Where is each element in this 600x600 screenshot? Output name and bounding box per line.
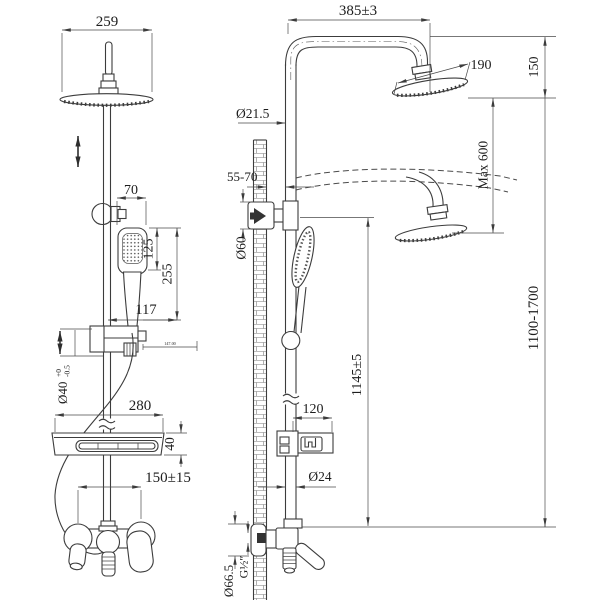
hand-shower-front xyxy=(117,227,148,332)
dim-head-dia: 190 xyxy=(393,58,492,95)
dim-shelf-width: 280 xyxy=(54,398,164,432)
dim-hand-shower-width: 70 xyxy=(116,183,147,225)
spray-face xyxy=(122,233,143,264)
dim-arm-pipe-dia: Ø21.5 xyxy=(236,106,286,125)
dim-slide-dia-label: Ø40 xyxy=(55,382,70,404)
riser-pipe-side xyxy=(282,64,300,528)
dim-thread-size-label: G½″ xyxy=(237,556,251,579)
dim-bracket-dia-label: Ø60 xyxy=(234,236,249,259)
dim-head-drop: 150 xyxy=(430,36,556,99)
dim-micro-label: 147.00 xyxy=(164,341,176,346)
dim-inlet-spacing-label: 150±15 xyxy=(145,470,191,486)
gooseneck-arm xyxy=(284,35,429,80)
dim-offset-label: 117 xyxy=(135,302,156,318)
valve-outlet xyxy=(282,547,297,574)
mixer-hose-outlet xyxy=(95,529,121,555)
dim-thread-size: G½″ xyxy=(237,521,251,578)
hand-shower-side xyxy=(281,226,315,351)
dim-overall-height-label: 1100-1700 xyxy=(526,286,542,350)
dim-arm-reach: 385±3 xyxy=(287,3,431,92)
overhead-shower-side-lowered xyxy=(394,171,468,243)
side-view: 385±3 190 150 Max 600 Ø21.5 xyxy=(221,3,556,600)
slider-bracket-front xyxy=(89,325,147,357)
dim-head-dia-label: 190 xyxy=(471,58,492,73)
riser-pipe-front xyxy=(98,105,116,521)
dim-bracket-to-inlet-label: 1145±5 xyxy=(350,354,365,396)
dim-escutcheon-dia: Ø66.5 xyxy=(221,511,249,597)
dim-wall-clearance-label: 55-70 xyxy=(227,169,257,184)
dim-max-travel-label: Max 600 xyxy=(476,141,491,190)
dim-arm-pipe-dia-label: Ø21.5 xyxy=(236,106,270,121)
dim-head-drop-label: 150 xyxy=(527,57,542,78)
dim-hand-shower-lengths: 125 255 117 xyxy=(108,227,181,322)
mixer-lever xyxy=(126,530,154,573)
hose-nut xyxy=(101,551,116,577)
dim-head-width: 259 xyxy=(61,14,153,92)
shower-hose xyxy=(54,332,134,555)
nozzle-ticks xyxy=(63,99,150,107)
mixer-front xyxy=(63,520,156,577)
dim-shower-len-label: 255 xyxy=(161,264,176,285)
soap-shelf-side xyxy=(276,430,334,457)
dim-head-width-label: 259 xyxy=(96,14,119,30)
dim-shelf-height-label: 40 xyxy=(162,437,177,451)
dim-slide-dia: Ø40 +0 -0.5 xyxy=(54,365,72,404)
dim-bracket-to-inlet: 1145±5 xyxy=(300,217,374,526)
section-arrow xyxy=(250,208,266,224)
dim-bracket-dia: Ø60 xyxy=(234,189,250,260)
dim-head-len-label: 125 xyxy=(142,239,157,260)
dim-riser-dia-label: Ø24 xyxy=(308,469,331,484)
mixer-valve-side xyxy=(250,518,556,574)
dim-inlet-spacing: 150±15 xyxy=(77,470,191,523)
slider-knob-side xyxy=(281,330,301,351)
dim-hand-shower-width-label: 70 xyxy=(124,183,138,198)
wall-bracket-side xyxy=(247,200,299,231)
soap-shelf-front xyxy=(51,432,165,456)
overhead-shower-front xyxy=(59,41,154,107)
dim-riser-dia: Ø24 xyxy=(258,469,336,489)
dim-shelf-width-label: 280 xyxy=(129,398,152,414)
slider-adjust-arrow xyxy=(57,328,103,357)
dim-escutcheon-dia-label: Ø66.5 xyxy=(221,565,236,597)
dim-wall-clearance: 55-70 xyxy=(227,169,314,189)
shower-holder-front xyxy=(91,202,127,226)
valve-lever xyxy=(294,542,325,570)
dim-shelf-depth-label: 120 xyxy=(303,402,324,417)
mixer-spout xyxy=(68,543,87,571)
dim-shelf-height: 40 xyxy=(162,421,187,467)
dim-shelf-depth: 120 xyxy=(292,402,333,432)
dim-micro: 147.00 xyxy=(142,341,198,351)
dim-overall-height: 1100-1700 xyxy=(526,98,547,527)
front-view: 259 70 125 255 117 147.00 xyxy=(51,14,198,577)
dim-slide-dia-tol-up: +0 xyxy=(54,369,63,377)
dim-max-travel: Max 600 xyxy=(452,98,504,234)
raised-position-dashed xyxy=(295,168,518,193)
dim-arm-reach-label: 385±3 xyxy=(339,3,377,19)
pipe-section xyxy=(257,533,267,543)
dim-slide-dia-tol-dn: -0.5 xyxy=(63,365,72,377)
